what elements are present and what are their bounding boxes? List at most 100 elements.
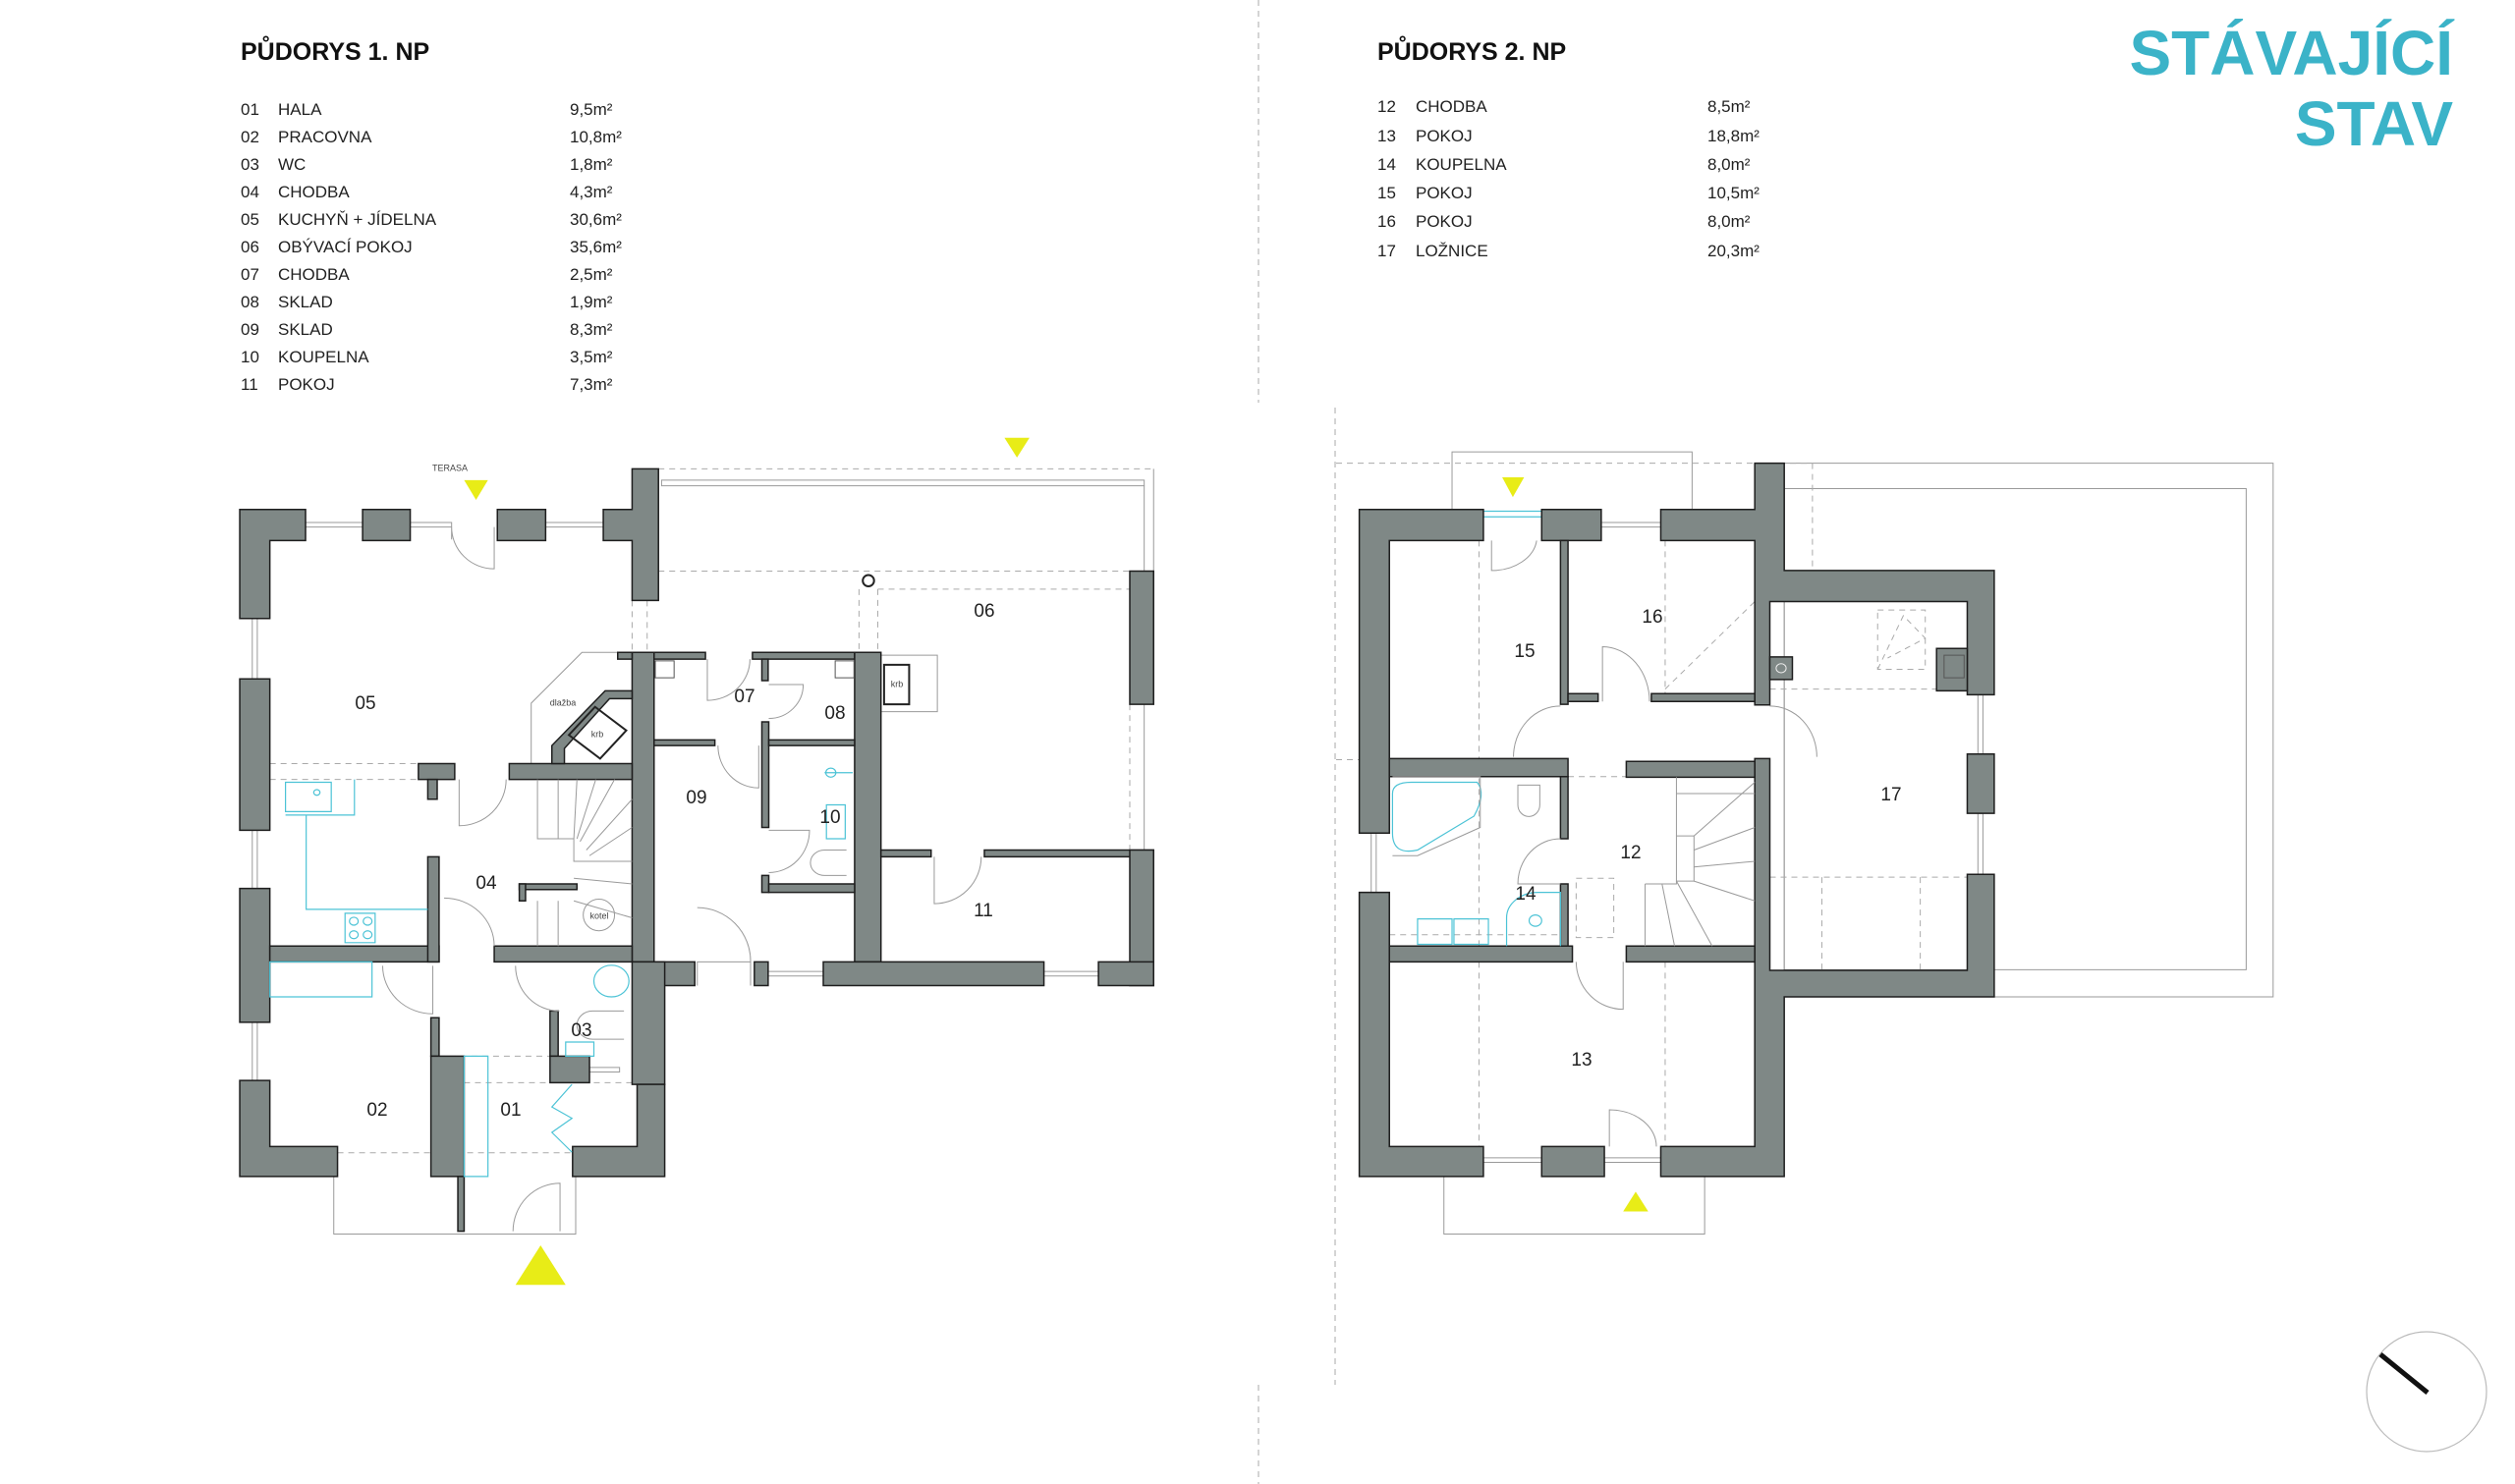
svg-text:SKLAD: SKLAD: [278, 320, 333, 339]
floor1-room-labels: 05 06 07 08 09 10 11 04 03 02 01 TERASA …: [355, 463, 994, 1121]
svg-text:PRACOVNA: PRACOVNA: [278, 128, 372, 146]
room-row: 03 WC 1,8m²: [241, 155, 613, 174]
svg-text:06: 06: [241, 238, 259, 256]
svg-text:10: 10: [241, 348, 259, 366]
fixtures: [1392, 777, 1560, 947]
floor2-room-labels: 15 16 17 12 14 13: [1514, 607, 1901, 1071]
svg-text:03: 03: [241, 155, 259, 174]
room-label-06: 06: [974, 601, 994, 622]
walls: [240, 468, 1153, 1231]
bathtub-icon: [1392, 783, 1481, 852]
svg-text:WC: WC: [278, 155, 306, 174]
svg-text:HALA: HALA: [278, 100, 322, 119]
svg-text:9,5m²: 9,5m²: [570, 100, 613, 119]
boiler-label: kotel: [589, 910, 608, 920]
room-label-03: 03: [571, 1020, 591, 1041]
toilet-icon: [577, 1011, 624, 1039]
chimney-icon: [655, 661, 674, 678]
floor2-title: PŮDORYS 2. NP: [1377, 34, 1566, 66]
washbasin-icon: [566, 1042, 594, 1056]
svg-text:08: 08: [241, 293, 259, 311]
balcony-marker-icon: [1623, 1191, 1649, 1212]
svg-text:1,9m²: 1,9m²: [570, 293, 613, 311]
door-swings: [1491, 540, 1816, 1146]
floor1-plan: [240, 437, 1153, 1286]
chimney-icon: [1944, 655, 1964, 678]
svg-text:1,8m²: 1,8m²: [570, 155, 613, 174]
svg-text:LOŽNICE: LOŽNICE: [1416, 242, 1488, 260]
svg-text:POKOJ: POKOJ: [1416, 127, 1473, 145]
status-title-line1: STÁVAJÍCÍ: [2129, 18, 2455, 88]
room-label-11: 11: [974, 901, 993, 921]
svg-text:15: 15: [1377, 184, 1396, 202]
svg-text:8,3m²: 8,3m²: [570, 320, 613, 339]
svg-text:18,8m²: 18,8m²: [1707, 127, 1760, 145]
balcony-marker-icon: [1502, 477, 1525, 498]
room-label-14: 14: [1515, 884, 1537, 905]
shower-icon: [1507, 893, 1561, 947]
svg-text:35,6m²: 35,6m²: [570, 238, 622, 256]
svg-text:10,8m²: 10,8m²: [570, 128, 622, 146]
walls: [1360, 464, 1994, 1177]
staircase: [1646, 777, 1756, 946]
room-label-17: 17: [1880, 785, 1901, 805]
svg-text:30,6m²: 30,6m²: [570, 210, 622, 229]
compass-arrow-icon: [2366, 1331, 2487, 1453]
column-icon: [863, 575, 873, 586]
fireplace-icon: [884, 665, 910, 704]
washbasin-icon: [1454, 919, 1488, 945]
svg-text:3,5m²: 3,5m²: [570, 348, 613, 366]
status-title-line2: STAV: [2295, 88, 2454, 159]
terrace-label: TERASA: [432, 463, 468, 472]
boiler-icon: [584, 900, 615, 931]
room-label-08: 08: [824, 703, 845, 724]
svg-text:17: 17: [1377, 242, 1396, 260]
svg-text:8,0m²: 8,0m²: [1707, 155, 1751, 174]
room-label-15: 15: [1514, 641, 1535, 662]
room-label-12: 12: [1620, 843, 1641, 863]
svg-text:KUCHYŇ + JÍDELNA: KUCHYŇ + JÍDELNA: [278, 210, 437, 229]
svg-text:8,0m²: 8,0m²: [1707, 212, 1751, 231]
terrace-entrance-marker-icon: [464, 479, 488, 500]
fireplace-label: krb: [891, 679, 904, 688]
washbasin-icon: [826, 805, 845, 840]
chimney-icon: [835, 661, 854, 678]
svg-text:SKLAD: SKLAD: [278, 293, 333, 311]
room-label-07: 07: [734, 687, 754, 707]
chimney-icon: [1776, 664, 1786, 673]
room-row: 09 SKLAD 8,3m²: [241, 320, 613, 339]
svg-text:09: 09: [241, 320, 259, 339]
room-label-16: 16: [1642, 607, 1662, 628]
svg-text:04: 04: [241, 183, 259, 201]
boiler-icon: [594, 965, 630, 997]
svg-text:05: 05: [241, 210, 259, 229]
svg-text:7,3m²: 7,3m²: [570, 375, 613, 394]
svg-text:20,3m²: 20,3m²: [1707, 242, 1760, 260]
svg-text:CHODBA: CHODBA: [278, 265, 350, 284]
room-row: 08 SKLAD 1,9m²: [241, 293, 613, 311]
room-label-01: 01: [500, 1100, 521, 1121]
svg-text:CHODBA: CHODBA: [1416, 97, 1487, 116]
washbasin-icon: [1418, 919, 1452, 945]
staircase: [537, 780, 632, 947]
fireplace-label: krb: [591, 729, 604, 739]
svg-text:POKOJ: POKOJ: [1416, 184, 1473, 202]
fireplace-icon: [569, 707, 626, 759]
svg-text:2,5m²: 2,5m²: [570, 265, 613, 284]
room-row: 05 KUCHYŇ + JÍDELNA 30,6m²: [241, 210, 622, 229]
svg-text:11: 11: [241, 375, 258, 394]
windows: [252, 522, 1098, 1080]
door-swings: [383, 527, 981, 1232]
cooktop-icon: [345, 913, 375, 943]
windows: [1371, 512, 1984, 1163]
